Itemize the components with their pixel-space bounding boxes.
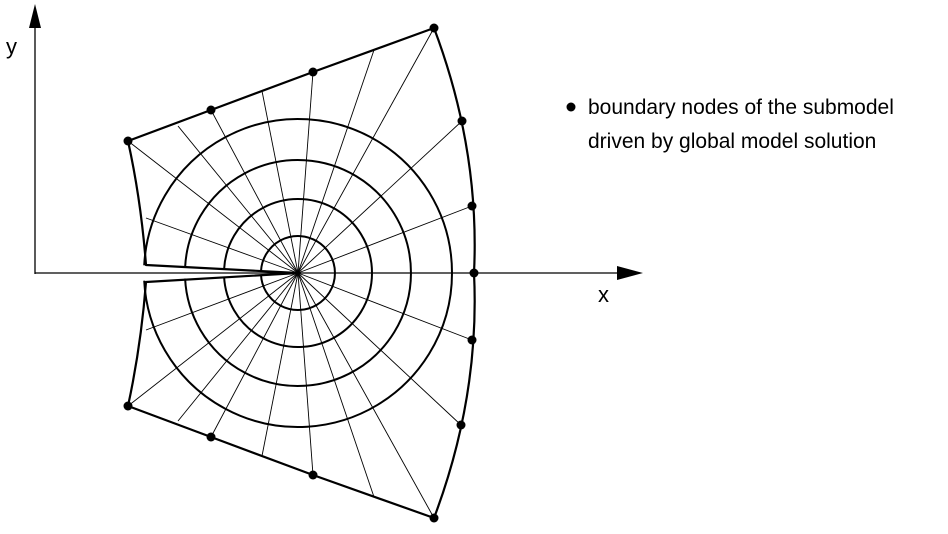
mesh-spoke-21 xyxy=(145,272,299,331)
legend-marker xyxy=(566,102,576,112)
legend: boundary nodes of the submodel driven by… xyxy=(566,96,894,153)
boundary-node-9 xyxy=(456,420,466,430)
mesh-spoke-8 xyxy=(297,27,435,274)
boundary-node-6 xyxy=(467,201,477,211)
mesh-spoke-7 xyxy=(297,49,375,274)
boundary-node-2 xyxy=(206,105,216,115)
mesh-spoke-20 xyxy=(127,272,299,407)
x-axis-label: x xyxy=(598,282,609,307)
boundary-node-12 xyxy=(206,432,216,442)
boundary-node-8 xyxy=(467,335,477,345)
mesh-spoke-10 xyxy=(297,205,473,274)
legend-line-2: driven by global model solution xyxy=(588,130,876,153)
boundary-node-11 xyxy=(308,470,318,480)
boundary-nodes xyxy=(123,23,479,523)
mesh-spoke-16 xyxy=(297,272,314,476)
boundary-node-5 xyxy=(457,116,467,126)
mesh-spoke-17 xyxy=(261,272,299,457)
boundary-node-13 xyxy=(123,401,133,411)
legend-line-1: boundary nodes of the submodel xyxy=(588,96,894,119)
boundary-node-7 xyxy=(469,268,479,278)
boundary-node-3 xyxy=(308,67,318,77)
y-axis-arrowhead xyxy=(29,4,41,28)
boundary-node-4 xyxy=(429,23,439,33)
mesh-ring-1 xyxy=(260,235,336,311)
mesh-spoke-13 xyxy=(297,272,462,426)
mesh-rings xyxy=(143,118,453,428)
mesh-ring-3 xyxy=(184,159,412,387)
mesh-spoke-2 xyxy=(127,140,299,274)
mesh-spoke-12 xyxy=(297,272,473,341)
mesh-spoke-4 xyxy=(210,109,299,274)
boundary-node-1 xyxy=(123,136,133,146)
x-axis-arrowhead xyxy=(617,266,643,280)
coordinate-axes: y x xyxy=(6,4,643,307)
y-axis-label: y xyxy=(6,34,17,59)
boundary-node-10 xyxy=(429,513,439,523)
mesh-spoke-3 xyxy=(177,125,299,274)
mesh-spoke-14 xyxy=(297,272,435,519)
mesh-spoke-6 xyxy=(297,71,314,274)
mesh-spoke-19 xyxy=(177,272,299,422)
mesh-ring-4 xyxy=(143,118,453,428)
mesh-spoke-1 xyxy=(145,217,299,274)
mesh-ring-2 xyxy=(223,198,374,348)
mesh-spoke-15 xyxy=(297,272,375,498)
mesh-spoke-18 xyxy=(210,272,299,438)
